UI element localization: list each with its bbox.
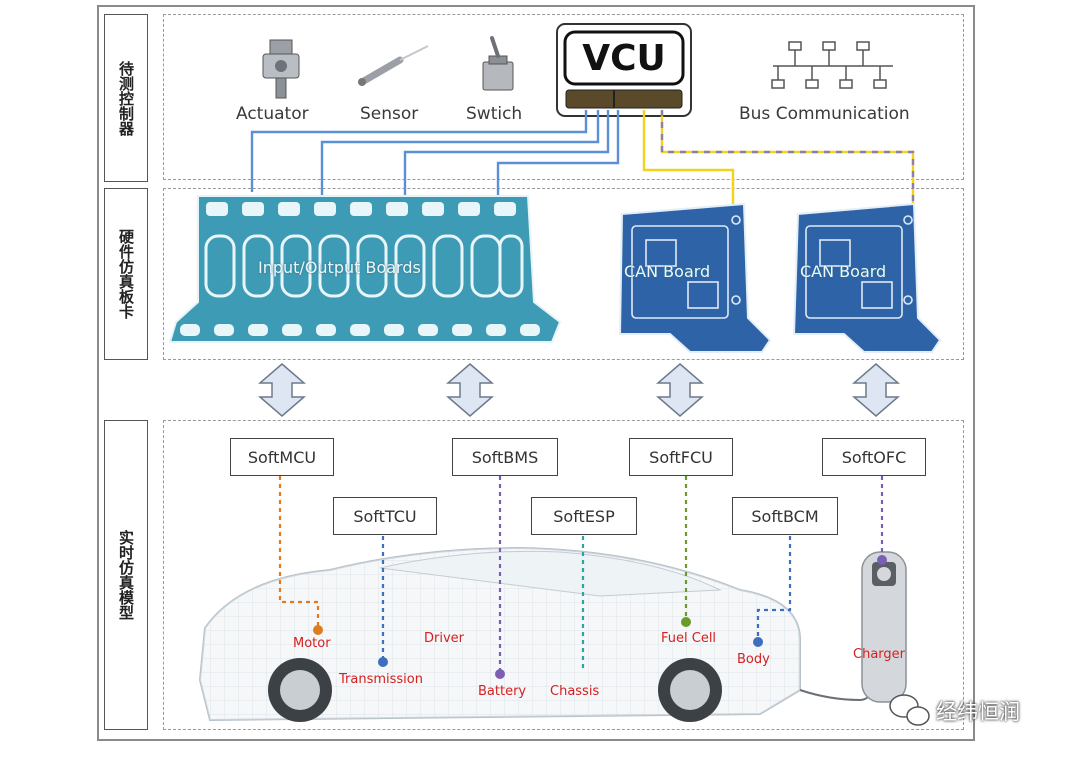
actuator-label: Actuator xyxy=(236,104,309,124)
can-board-1-label: CAN Board xyxy=(624,262,711,281)
row-label-boards: 硬件仿真板卡 xyxy=(104,188,148,360)
row-label-controller: 待测控制器 xyxy=(104,14,148,182)
switch-icon xyxy=(482,36,514,91)
body-label: Body xyxy=(737,652,770,667)
can-wires xyxy=(642,110,915,206)
can-board-2 xyxy=(792,202,942,353)
car-illustration xyxy=(198,546,883,722)
soft-ofc-box: SoftOFC xyxy=(822,438,926,476)
vcu-label: VCU xyxy=(582,37,666,79)
switch-label: Swtich xyxy=(466,104,523,124)
io-board xyxy=(168,195,562,343)
charger-icon xyxy=(861,551,907,703)
fuel-cell-label: Fuel Cell xyxy=(661,631,717,646)
driver-label: Driver xyxy=(424,631,465,646)
soft-esp-box: SoftESP xyxy=(531,497,637,535)
battery-label: Battery xyxy=(478,684,527,699)
sensor-icon xyxy=(358,45,429,86)
sensor-label: Sensor xyxy=(360,104,419,124)
vcu-unit xyxy=(556,23,692,117)
bus-communication-label: Bus Communication xyxy=(739,104,910,124)
soft-bms-box: SoftBMS xyxy=(452,438,558,476)
part-markers xyxy=(313,555,887,679)
soft-model-lines xyxy=(278,476,884,672)
section-boards xyxy=(163,188,964,360)
row-label-model: 实时仿真模型 xyxy=(104,420,148,730)
can-board-2-label: CAN Board xyxy=(800,262,887,281)
wechat-logo-icon xyxy=(889,694,930,726)
motor-label: Motor xyxy=(293,636,331,651)
io-board-label: Input/Output Boards xyxy=(258,258,421,277)
watermark-text: 经纬恒润 xyxy=(936,700,1020,724)
section-controller xyxy=(163,14,964,180)
soft-mcu-box: SoftMCU xyxy=(230,438,334,476)
double-arrows xyxy=(257,363,901,417)
diagram-frame xyxy=(97,5,975,741)
chassis-label: Chassis xyxy=(550,684,600,699)
soft-tcu-box: SoftTCU xyxy=(333,497,437,535)
section-model xyxy=(163,420,964,730)
bus-communication-icon xyxy=(771,41,893,89)
charger-label: Charger xyxy=(853,647,905,662)
can-board-1 xyxy=(618,202,772,353)
actuator-icon xyxy=(262,39,300,99)
soft-fcu-box: SoftFCU xyxy=(629,438,733,476)
soft-bcm-box: SoftBCM xyxy=(732,497,838,535)
transmission-label: Transmission xyxy=(339,672,423,687)
io-wires xyxy=(250,110,620,215)
